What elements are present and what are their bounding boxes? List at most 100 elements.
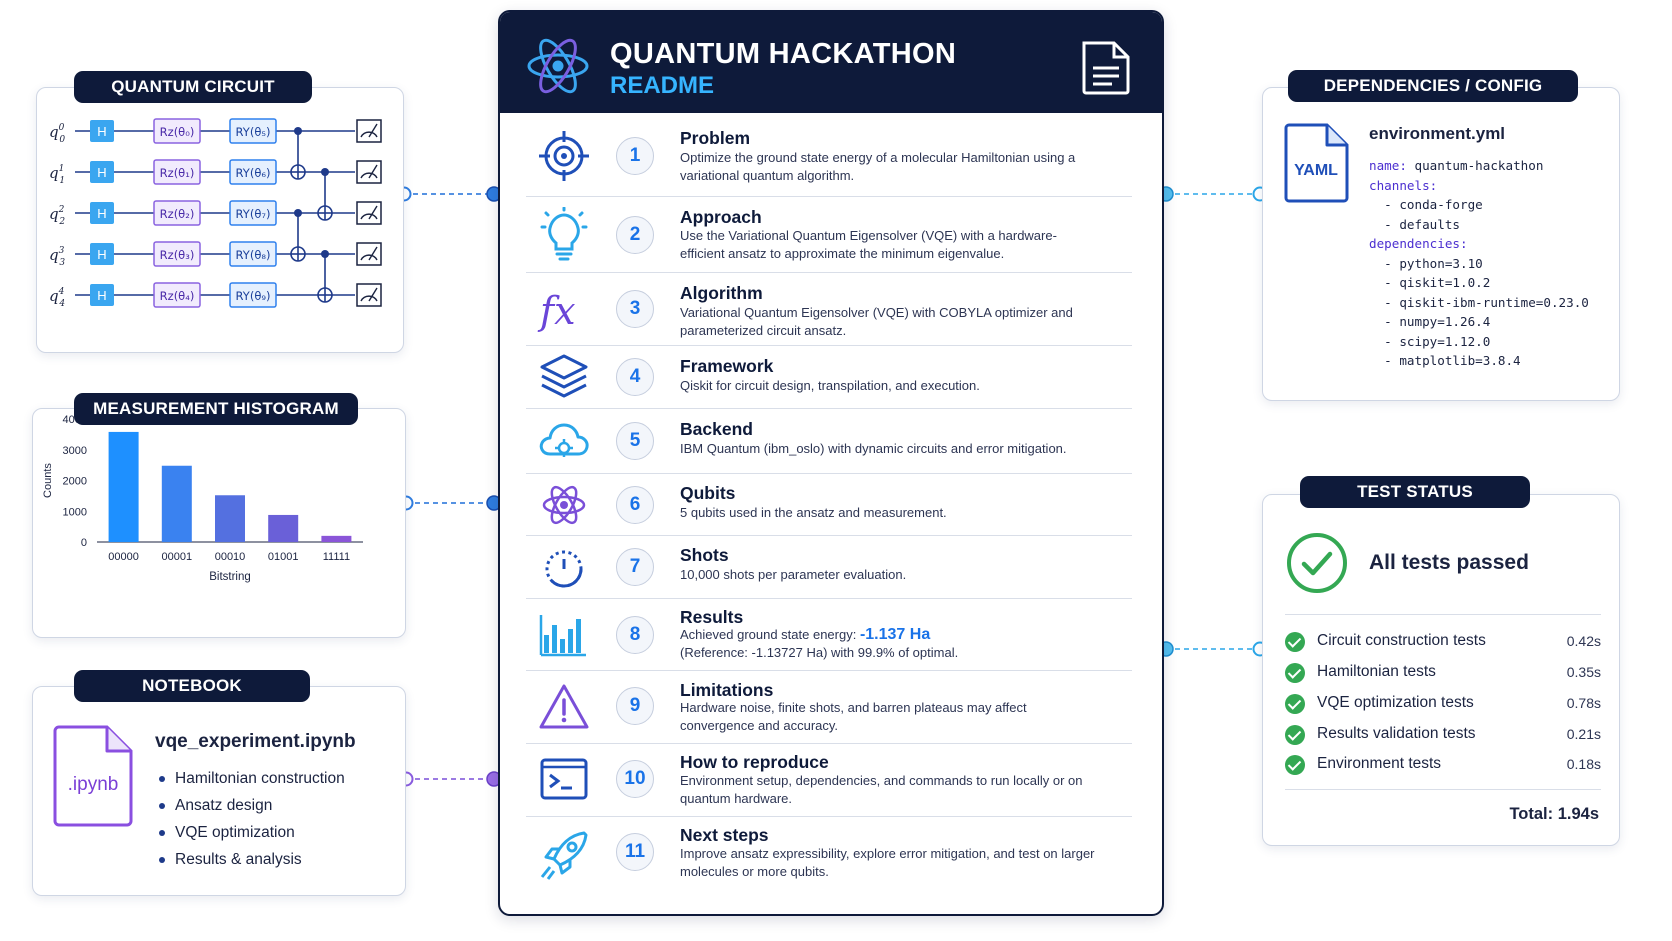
target-icon — [539, 131, 589, 181]
readme-section-shots[interactable]: 7 Shots 10,000 shots per parameter evalu… — [526, 536, 1132, 599]
tests-headline: All tests passed — [1369, 551, 1529, 574]
h-gate-label: H — [97, 288, 106, 303]
rz-gate — [153, 241, 201, 267]
readme-section-approach[interactable]: 2 Approach Use the Variational Quantum E… — [526, 197, 1132, 273]
measurement-icon — [356, 201, 382, 225]
section-title: Limitations — [680, 680, 774, 700]
readme-section-problem[interactable]: 1 Problem Optimize the ground state ener… — [526, 115, 1132, 197]
readme-subtitle: README — [610, 72, 715, 99]
histogram-bar — [268, 514, 299, 542]
yaml-value: - scipy=1.12.0 — [1369, 333, 1491, 349]
section-title: Results — [680, 607, 744, 627]
check-icon — [1285, 694, 1305, 714]
environment-filename[interactable]: environment.yml — [1369, 124, 1506, 143]
cnot-gate — [317, 250, 333, 303]
measurement-icon — [356, 242, 382, 266]
notebook-panel-title: NOTEBOOK — [74, 670, 310, 702]
cnot-gate — [290, 209, 306, 262]
section-title: Next steps — [680, 825, 769, 845]
yaml-key: name: — [1369, 158, 1407, 173]
readme-section-how-to-reproduce[interactable]: 10 How to reproduce Environment setup, d… — [526, 744, 1132, 817]
ry-gate — [229, 200, 277, 226]
h-gate — [90, 243, 114, 265]
results-energy-value: -1.137 Ha — [859, 626, 931, 643]
ry-gate-label: RY(θ₉) — [236, 289, 271, 303]
section-number: 8 — [616, 616, 654, 654]
cnot-gate — [290, 127, 306, 180]
ry-gate-label: RY(θ₆) — [236, 166, 271, 180]
yaml-value: - qiskit-ibm-runtime=0.23.0 — [1369, 294, 1589, 310]
yaml-value: - conda-forge — [1369, 197, 1483, 212]
test-row: VQE optimization tests 0.78s — [1285, 692, 1601, 716]
x-tick-label: 01001 — [268, 551, 299, 563]
test-name: Environment tests — [1317, 755, 1442, 772]
cnot-gate — [317, 168, 333, 221]
y-tick-label: 3000 — [63, 445, 87, 457]
notebook-contents-list: Hamiltonian construction Ansatz design V… — [157, 765, 345, 873]
section-title: Shots — [680, 545, 729, 565]
measurement-icon — [356, 119, 382, 143]
test-time: 0.21s — [1566, 726, 1601, 742]
section-title: Problem — [680, 128, 751, 148]
histogram-panel: 0100020003000400000000000010001001001111… — [32, 408, 406, 638]
section-number: 11 — [616, 833, 654, 871]
section-description: 10,000 shots per parameter evaluation. — [680, 567, 907, 582]
terminal-icon — [540, 758, 588, 800]
section-description: 5 qubits used in the ansatz and measurem… — [680, 505, 947, 520]
list-item: VQE optimization — [157, 819, 345, 846]
rz-gate-label: Rz(θ₃) — [160, 248, 195, 262]
test-row: Hamiltonian tests 0.35s — [1285, 661, 1601, 685]
rz-gate-label: Rz(θ₀) — [160, 125, 195, 139]
rz-gate — [153, 200, 201, 226]
test-status-panel: All tests passed Circuit construction te… — [1262, 494, 1620, 846]
rz-gate-label: Rz(θ₄) — [160, 289, 195, 303]
section-number: 2 — [616, 216, 654, 254]
lightbulb-icon — [540, 207, 588, 261]
readme-section-qubits[interactable]: 6 Qubits 5 qubits used in the ansatz and… — [526, 474, 1132, 536]
histogram-chart: 0100020003000400000000000010001001001111… — [42, 414, 363, 583]
readme-section-framework[interactable]: 4 Framework Qiskit for circuit design, t… — [526, 346, 1132, 409]
atom-logo-icon — [527, 38, 589, 94]
section-description: IBM Quantum (ibm_oslo) with dynamic circ… — [680, 441, 1067, 456]
layers-icon — [540, 354, 588, 398]
histogram-bar — [108, 431, 139, 542]
rz-gate-label: Rz(θ₁) — [160, 166, 195, 180]
list-item: Ansatz design — [157, 792, 345, 819]
readme-section-algorithm[interactable]: fx 3 Algorithm Variational Quantum Eigen… — [526, 273, 1132, 346]
yaml-key: dependencies: — [1369, 236, 1468, 251]
section-description: Achieved ground state energy: -1.137 Ha … — [680, 626, 1100, 662]
section-number: 6 — [616, 486, 654, 524]
histogram-panel-title: MEASUREMENT HISTOGRAM — [74, 393, 358, 425]
atom-icon — [542, 485, 586, 525]
test-row: Environment tests 0.18s — [1285, 753, 1601, 777]
test-status-panel-title: TEST STATUS — [1300, 476, 1530, 508]
section-description: Optimize the ground state energy of a mo… — [680, 150, 1076, 183]
section-title: Qubits — [680, 483, 736, 503]
yaml-file-icon: YAML — [1284, 123, 1349, 203]
list-item: Results & analysis — [157, 846, 345, 873]
ry-gate-label: RY(θ₈) — [236, 248, 271, 262]
readme-header: QUANTUM HACKATHON README — [500, 12, 1162, 113]
section-number: 5 — [616, 422, 654, 460]
y-tick-label: 2000 — [63, 476, 87, 488]
measurement-icon — [356, 160, 382, 184]
readme-section-next-steps[interactable]: 11 Next steps Improve ansatz expressibil… — [526, 817, 1132, 914]
svg-text:fx: fx — [537, 289, 576, 333]
readme-section-backend[interactable]: 5 Backend IBM Quantum (ibm_oslo) with dy… — [526, 409, 1132, 474]
readme-section-results[interactable]: 8 Results Achieved ground state energy: … — [526, 599, 1132, 671]
h-gate — [90, 284, 114, 306]
section-title: Approach — [680, 207, 762, 227]
readme-section-limitations[interactable]: 9 Limitations Hardware noise, finite sho… — [526, 671, 1132, 744]
test-name: Circuit construction tests — [1317, 632, 1486, 649]
timer-icon — [545, 550, 583, 588]
ry-gate-label: RY(θ₅) — [236, 125, 271, 139]
section-number: 7 — [616, 548, 654, 586]
notebook-filename[interactable]: vqe_experiment.ipynb — [155, 731, 356, 752]
check-icon — [1285, 632, 1305, 652]
section-description: Environment setup, dependencies, and com… — [680, 773, 1083, 806]
yaml-value: - defaults — [1369, 216, 1460, 232]
